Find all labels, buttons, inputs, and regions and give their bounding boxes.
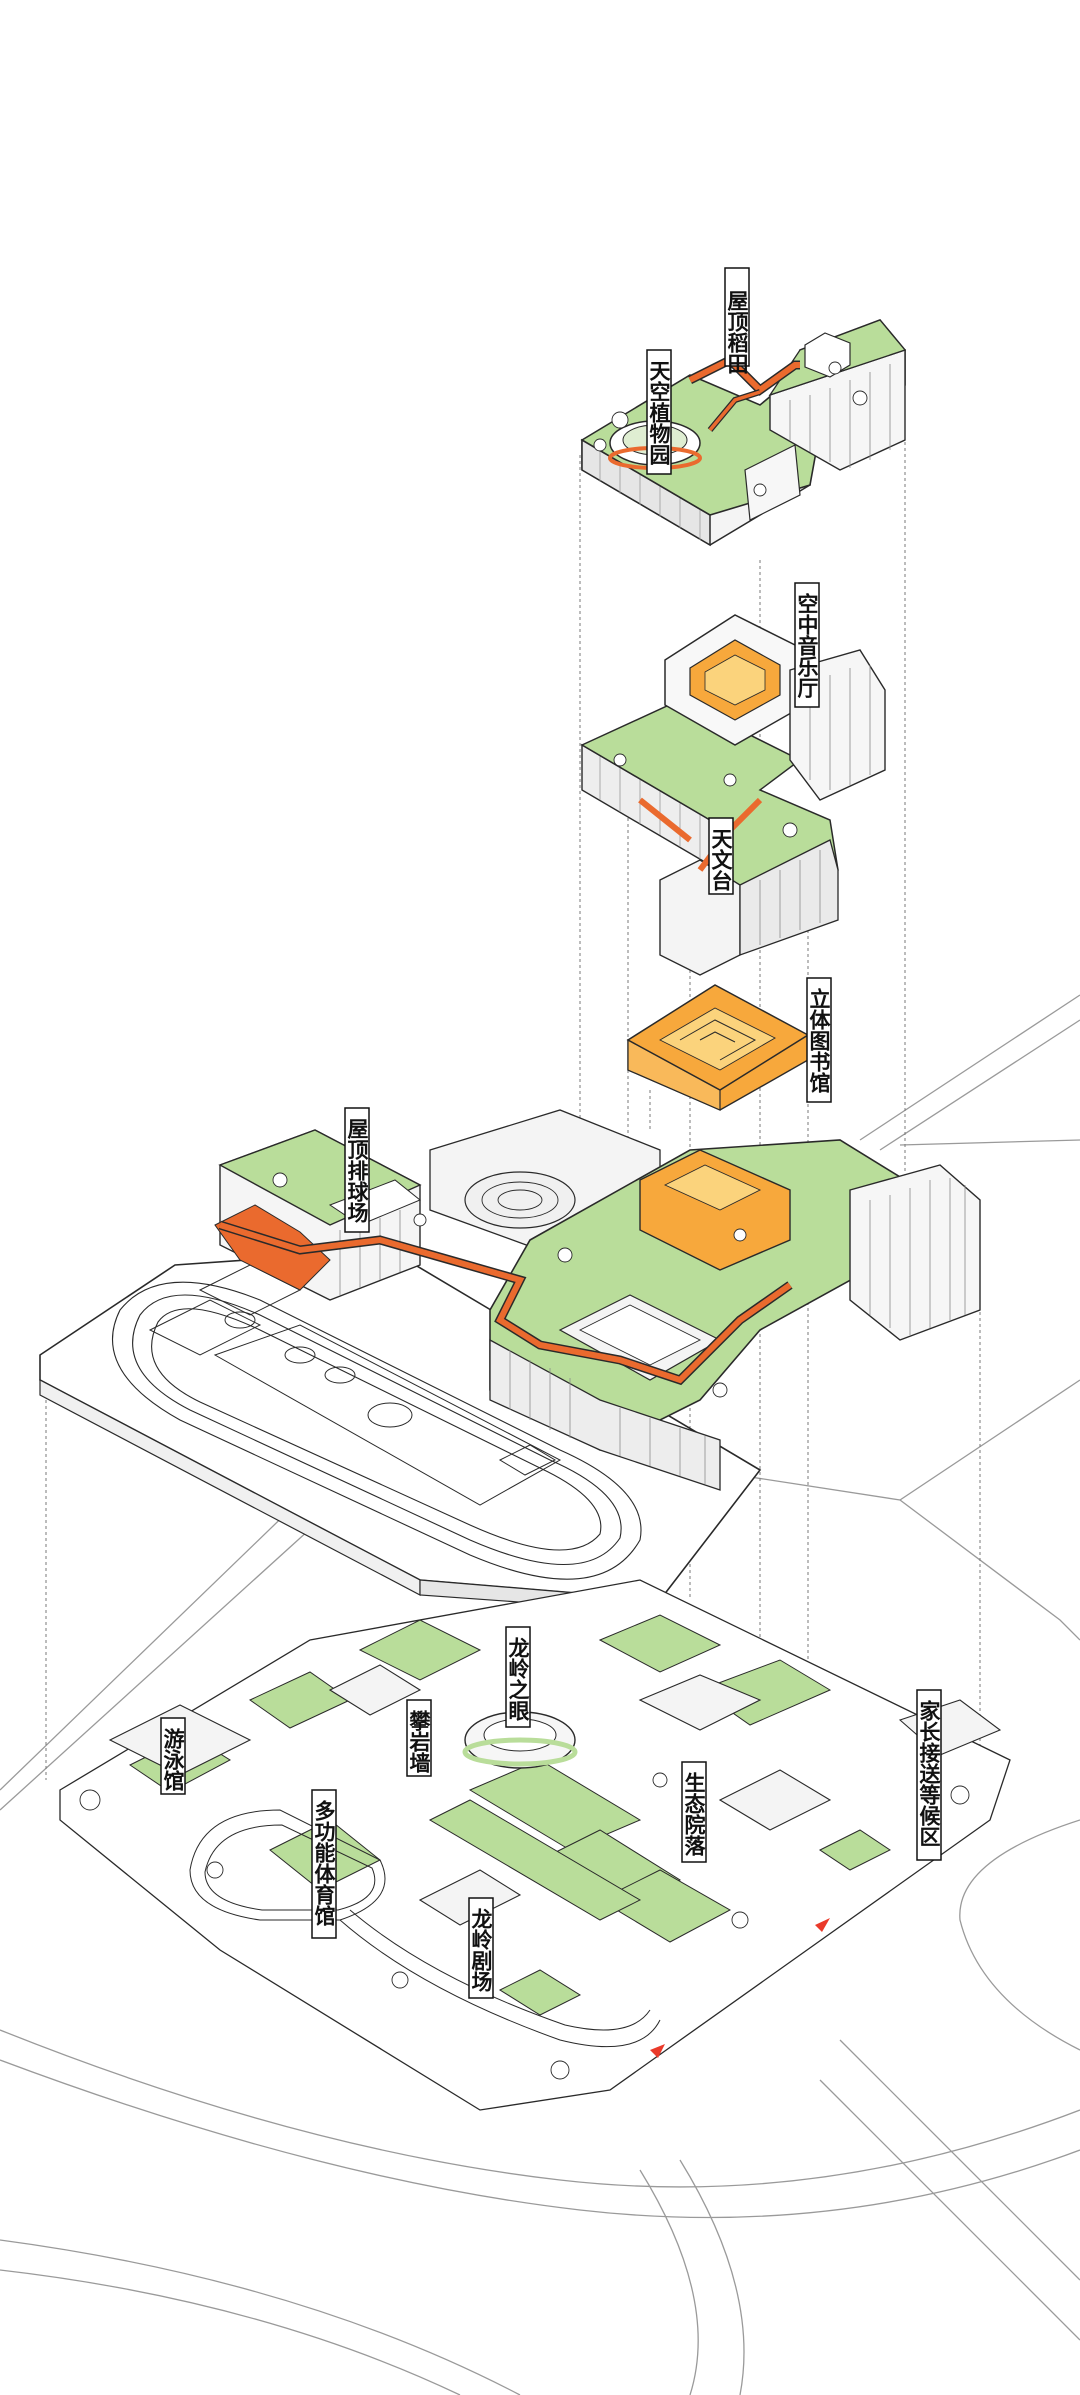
label-eco-courtyard: 生态院落 (681, 1761, 707, 1863)
label-longling-eye: 龙岭之眼 (505, 1626, 531, 1728)
label-observatory: 天文台 (708, 817, 734, 895)
label-swimming-text: 游泳馆 (161, 1727, 185, 1792)
label-roof-volleyball: 屋顶排球场 (344, 1107, 370, 1233)
library-level (626, 984, 810, 1111)
label-swimming: 游泳馆 (160, 1717, 186, 1795)
label-roof-paddy: 屋顶稻田 (724, 267, 750, 374)
label-sky-garden-text: 天空植物园 (647, 360, 671, 465)
label-climbing-wall: 攀岩墙 (406, 1699, 432, 1777)
ground-level (59, 1579, 1011, 2111)
label-climbing-wall-text: 攀岩墙 (407, 1710, 432, 1773)
roof-level (580, 319, 907, 547)
label-roof-paddy-text: 屋顶稻田 (725, 290, 749, 374)
label-sky-garden: 天空植物园 (646, 349, 672, 475)
label-gym-text: 多功能体育馆 (312, 1799, 336, 1927)
label-theatre: 龙岭剧场 (468, 1897, 494, 1999)
label-sky-music-hall: 空中音乐厅 (794, 582, 820, 708)
label-parent-pickup: 家长接送等候区 (916, 1689, 942, 1861)
label-gym: 多功能体育馆 (311, 1789, 337, 1939)
label-theatre-text: 龙岭剧场 (469, 1907, 493, 1993)
site-context (0, 994, 1080, 2395)
label-longling-eye-text: 龙岭之眼 (506, 1636, 530, 1722)
label-eco-courtyard-text: 生态院落 (682, 1771, 706, 1857)
label-observatory-text: 天文台 (709, 828, 733, 892)
main-level (39, 1109, 981, 1613)
upper-level (580, 614, 886, 976)
label-sky-music-hall-text: 空中音乐厅 (795, 592, 819, 699)
label-library: 立体图书馆 (806, 977, 832, 1103)
labels: 屋顶稻田 天空植物园 空中音乐厅 天文台 立体图书馆 屋顶排球场 (160, 267, 942, 1999)
label-parent-pickup-text: 家长接送等候区 (917, 1699, 941, 1847)
label-library-text: 立体图书馆 (807, 987, 831, 1094)
label-roof-volleyball-text: 屋顶排球场 (345, 1118, 369, 1224)
